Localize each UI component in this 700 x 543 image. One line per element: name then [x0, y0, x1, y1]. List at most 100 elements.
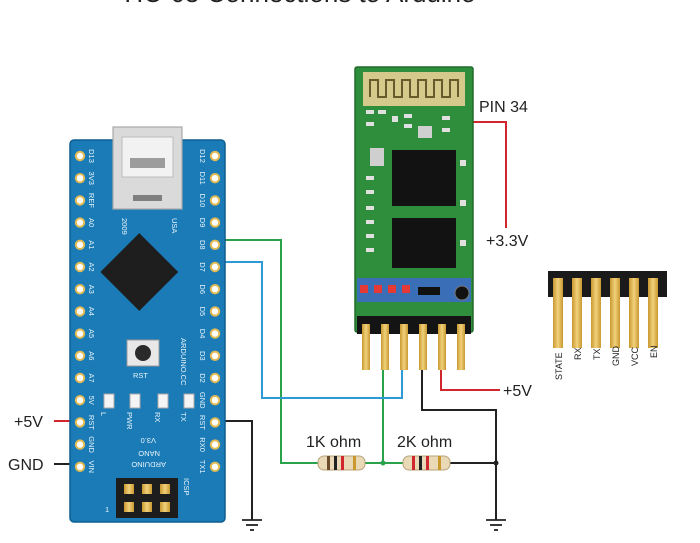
pin-hole-right-d8 — [209, 239, 221, 251]
wire-blue-d8 — [215, 261, 403, 399]
pin-hole-left-3v3 — [74, 173, 86, 184]
pin-hole-right-rst — [209, 417, 221, 428]
led-row — [103, 393, 195, 409]
antenna-area — [363, 72, 465, 106]
usb-country-label: USA — [170, 218, 179, 233]
pin-label-left-a7: A7 — [87, 373, 96, 382]
pin-label-left-a6: A6 — [87, 351, 96, 360]
pin-label-left-a1: A1 — [87, 240, 96, 249]
pin-hole-right-gnd — [209, 395, 221, 406]
hc05-header-detail: STATE RX TX GND VCC EN — [548, 271, 667, 380]
module-smd-parts — [366, 110, 466, 252]
label-pin34: PIN 34 — [479, 99, 528, 116]
label-resistor-2k: 2K ohm — [397, 434, 452, 451]
wire-red-pin34 — [462, 121, 507, 228]
module-header-pins — [362, 324, 465, 370]
pin-label-right-d6: D6 — [198, 284, 207, 294]
arduino-pin-holes — [74, 150, 221, 472]
pin-hole-right-tx1 — [209, 461, 221, 472]
header-label-state: STATE — [554, 352, 564, 380]
arduino-nano-board: 2009 USA RST ARDUINO.CC L PWR RX TX V3.0… — [69, 126, 226, 523]
pin-label-right-d10: D10 — [198, 194, 207, 208]
board-name-line2: NANO — [138, 449, 160, 458]
pin-label-left-3v3: 3V3 — [87, 172, 96, 185]
arduino-cc-label: ARDUINO.CC — [179, 338, 188, 386]
pin-hole-right-d9 — [209, 217, 221, 228]
led-label-rx: RX — [153, 412, 162, 422]
pin-label-right-rst: RST — [198, 415, 207, 430]
header-label-tx: TX — [592, 348, 602, 360]
pin-label-right-d2: D2 — [198, 373, 207, 383]
pin-hole-left-a2 — [74, 261, 86, 273]
resistor-2k — [402, 455, 451, 471]
header-label-en: EN — [649, 345, 659, 358]
pin-hole-right-d11 — [209, 173, 221, 184]
pin-label-left-a4: A4 — [87, 307, 96, 316]
pin-label-right-d12: D12 — [198, 149, 207, 163]
pin-hole-right-d4 — [209, 328, 221, 339]
microcontroller-chip — [100, 233, 179, 311]
pin-label-left-d13: D13 — [87, 149, 96, 163]
led-label-pwr: PWR — [125, 412, 134, 430]
version-label: V3.0 — [141, 436, 156, 445]
pin-label-right-rx0: RX0 — [198, 437, 207, 452]
label-resistor-1k: 1K ohm — [306, 434, 361, 451]
pin-hole-right-d12 — [209, 150, 221, 162]
pin-label-left-rst: RST — [87, 415, 96, 430]
pin-hole-left-a1 — [74, 239, 86, 251]
led-label-l: L — [99, 412, 108, 416]
pin-label-left-ref: REF — [87, 193, 96, 208]
pin-hole-right-d6 — [209, 284, 221, 295]
pin-hole-right-rx0 — [209, 439, 221, 450]
ground-symbol-right — [486, 519, 506, 531]
pin-label-right-d4: D4 — [198, 329, 207, 339]
pin-label-left-gnd: GND — [87, 436, 96, 453]
pin-hole-right-d2 — [209, 372, 221, 384]
wire-green-d9 — [215, 239, 318, 464]
module-chip-top — [392, 150, 456, 206]
pin-hole-left-a0 — [74, 217, 86, 228]
pin-hole-right-d7 — [209, 261, 221, 273]
pin-label-left-5v: 5V — [87, 396, 96, 405]
header-label-gnd: GND — [611, 346, 621, 367]
pin-hole-left-a4 — [74, 306, 86, 317]
module-button — [454, 285, 470, 301]
pin-hole-left-d13 — [74, 150, 86, 162]
header-label-rx: RX — [573, 347, 583, 360]
pin-hole-right-d5 — [209, 306, 221, 317]
pin-label-right-tx1: TX1 — [198, 460, 207, 474]
label-5v-module: +5V — [503, 383, 532, 400]
pin-label-left-vin: VIN — [87, 461, 96, 474]
pin-label-right-gnd: GND — [198, 392, 207, 409]
pin-hole-left-a6 — [74, 350, 86, 361]
ground-symbol-left — [242, 519, 262, 531]
usb-year-label: 2009 — [120, 218, 129, 235]
pin-label-right-d3: D3 — [198, 351, 207, 361]
pin-label-left-a3: A3 — [87, 285, 96, 294]
resistor-1k — [317, 455, 366, 471]
pin-label-right-d7: D7 — [198, 262, 207, 272]
led-label-tx: TX — [179, 412, 188, 422]
pin-label-right-d5: D5 — [198, 307, 207, 317]
pin-hole-left-5v — [74, 395, 86, 406]
pin-hole-left-vin — [74, 461, 86, 472]
pin-hole-left-rst — [74, 417, 86, 428]
header-label-vcc: VCC — [630, 346, 640, 366]
pin-hole-left-a3 — [74, 284, 86, 295]
pin-hole-left-ref — [74, 195, 86, 206]
label-3v3: +3.3V — [486, 233, 529, 250]
reset-label: RST — [133, 371, 148, 380]
pin-label-right-d8: D8 — [198, 240, 207, 250]
pin-label-right-d11: D11 — [198, 172, 207, 185]
icsp-label: ICSP — [182, 478, 191, 496]
pin-label-left-a0: A0 — [87, 218, 96, 227]
label-5v-arduino: +5V — [14, 414, 43, 431]
module-header-plastic — [357, 316, 471, 334]
pin-hole-right-d10 — [209, 195, 221, 206]
pin-hole-left-a5 — [74, 328, 86, 339]
wire-red-vcc — [440, 360, 500, 391]
pin-label-left-a2: A2 — [87, 262, 96, 271]
pin-label-left-a5: A5 — [87, 329, 96, 338]
